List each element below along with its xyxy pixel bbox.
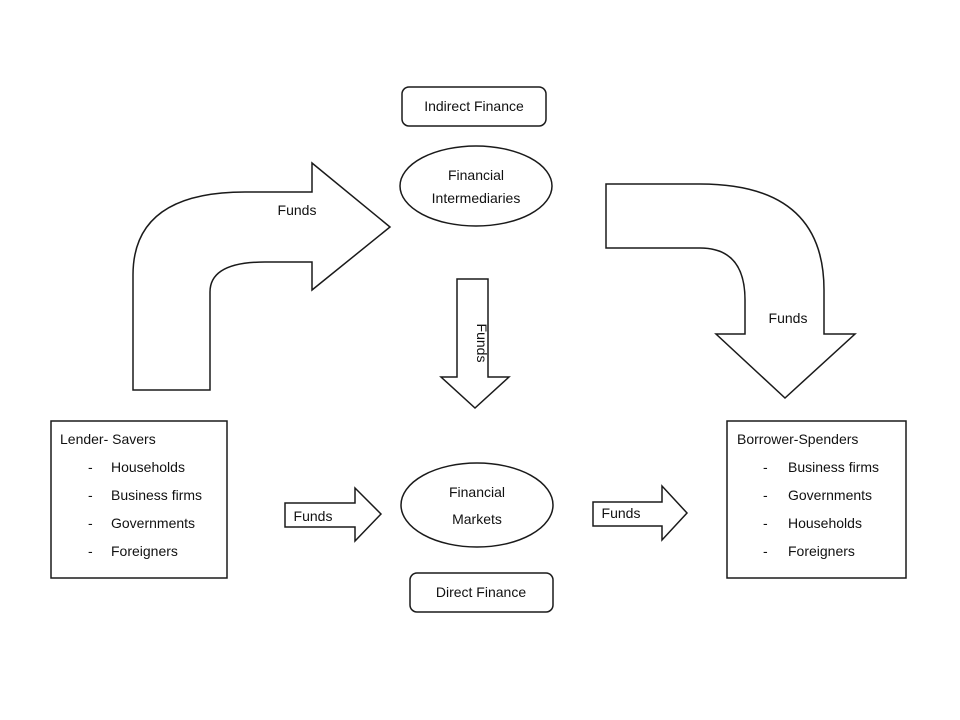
list-bullet: - [88,543,93,559]
list-bullet: - [88,515,93,531]
indirect-finance-label: Indirect Finance [424,98,524,114]
financial-intermediaries-node: Financial Intermediaries [399,145,553,227]
arrow-lender-to-markets: Funds [284,486,383,543]
borrower-spenders-title: Borrower-Spenders [737,431,858,447]
list-bullet: - [88,459,93,475]
list-bullet: - [763,459,768,475]
lender-savers-item: Business firms [111,487,202,503]
list-bullet: - [763,543,768,559]
list-bullet: - [763,487,768,503]
direct-finance-box: Direct Finance [409,572,554,613]
financial-markets-line1: Financial [449,484,505,500]
lender-savers-title: Lender- Savers [60,431,156,447]
down-arrow-center: Funds [439,278,511,410]
list-bullet: - [763,515,768,531]
down-arrow-center-label: Funds [474,324,490,363]
borrower-spenders-item: Governments [788,487,872,503]
direct-finance-label: Direct Finance [436,584,526,600]
financial-markets-node: Financial Markets [400,462,554,548]
financial-intermediaries-line1: Financial [448,167,504,183]
borrower-spenders-item: Foreigners [788,543,855,559]
curved-arrow-right: Funds [605,183,857,400]
borrower-spenders-box: Borrower-Spenders - Business firms - Gov… [726,420,907,579]
curved-arrow-right-label: Funds [769,310,808,326]
borrower-spenders-item: Business firms [788,459,879,475]
arrow-markets-to-borrower: Funds [592,484,689,542]
curved-arrow-left: Funds [132,161,392,391]
lender-savers-item: Governments [111,515,195,531]
arrow-lender-to-markets-label: Funds [294,508,333,524]
borrower-spenders-item: Households [788,515,862,531]
arrow-markets-to-borrower-label: Funds [602,505,641,521]
list-bullet: - [88,487,93,503]
financial-intermediaries-line2: Intermediaries [432,190,521,206]
lender-savers-box: Lender- Savers - Households - Business f… [50,420,228,579]
lender-savers-item: Foreigners [111,543,178,559]
lender-savers-item: Households [111,459,185,475]
financial-markets-line2: Markets [452,511,502,527]
curved-arrow-left-label: Funds [278,202,317,218]
indirect-finance-box: Indirect Finance [401,86,547,127]
